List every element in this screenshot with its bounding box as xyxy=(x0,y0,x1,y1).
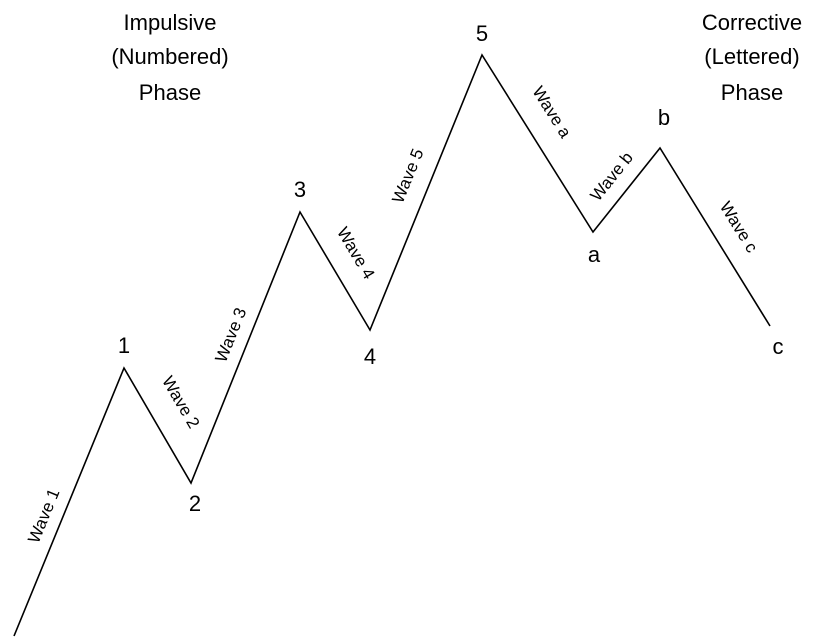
wave-label-3: Wave 3 xyxy=(211,305,250,365)
wave-label-b: Wave b xyxy=(586,148,636,204)
wave-label-5: Wave 5 xyxy=(388,146,427,206)
wave-label-2: Wave 2 xyxy=(158,373,203,432)
impulsive-title-line-1: Impulsive xyxy=(124,10,217,35)
wave-path xyxy=(13,53,771,637)
wave-label-a: Wave a xyxy=(528,83,575,142)
point-label-b: b xyxy=(658,105,670,130)
point-label-3: 3 xyxy=(294,177,306,202)
impulsive-title-line-2: (Numbered) xyxy=(111,44,228,69)
wave-label-c: Wave c xyxy=(716,198,762,256)
point-label-a: a xyxy=(588,242,601,267)
wave-label-1: Wave 1 xyxy=(24,486,63,546)
corrective-title-line-3: Phase xyxy=(721,80,783,105)
corrective-phase-title: Corrective (Lettered) Phase xyxy=(702,10,802,105)
corrective-title-line-2: (Lettered) xyxy=(704,44,799,69)
point-label-5: 5 xyxy=(476,21,488,46)
impulsive-phase-title: Impulsive (Numbered) Phase xyxy=(111,10,228,105)
point-label-4: 4 xyxy=(364,344,376,369)
point-label-2: 2 xyxy=(189,491,201,516)
point-label-1: 1 xyxy=(118,333,130,358)
point-label-c: c xyxy=(773,334,784,359)
wave-label-4: Wave 4 xyxy=(333,224,378,283)
corrective-title-line-1: Corrective xyxy=(702,10,802,35)
impulsive-title-line-3: Phase xyxy=(139,80,201,105)
